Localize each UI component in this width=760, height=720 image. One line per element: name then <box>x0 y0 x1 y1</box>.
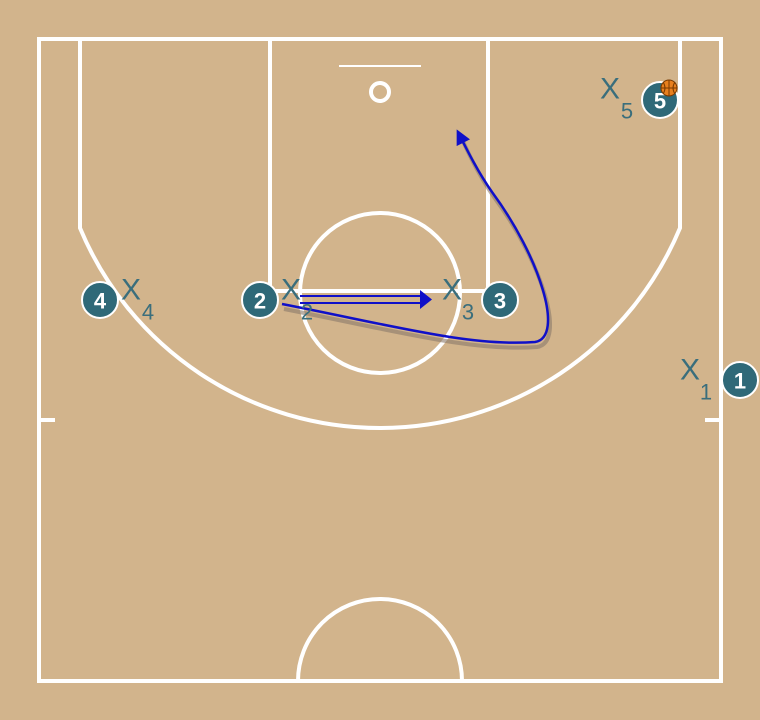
player-marker <box>81 281 119 319</box>
offense-player-1: 1 <box>721 361 759 399</box>
defender-mark: X <box>442 274 462 307</box>
defender-5: X 5 <box>600 73 633 124</box>
basketball-icon <box>660 79 678 97</box>
defender-sub: 4 <box>142 300 154 325</box>
player-number: 3 <box>494 289 506 314</box>
cut-shadow <box>283 138 552 350</box>
defender-1: X 1 <box>680 354 712 405</box>
defender-mark: X <box>121 274 141 307</box>
offense-player-5: 5 <box>641 79 679 119</box>
defender-2: X 2 <box>281 274 313 325</box>
player-number: 4 <box>94 289 107 314</box>
hoop <box>369 81 391 103</box>
three-point-arc <box>78 39 682 430</box>
pass-arrowhead <box>420 290 432 309</box>
offense-group: 1 2 3 4 5 <box>81 79 759 399</box>
court-boundary <box>37 37 723 683</box>
defender-mark: X <box>680 354 700 387</box>
free-throw-circle <box>298 211 462 375</box>
center-circle <box>296 597 464 682</box>
cut-arrow <box>281 129 550 344</box>
player-marker <box>481 281 519 319</box>
defender-sub: 5 <box>621 99 633 124</box>
player-number: 1 <box>734 369 746 394</box>
player-number: 5 <box>654 89 666 114</box>
defender-sub: 1 <box>700 380 712 405</box>
paint-lane <box>268 37 490 293</box>
defense-group: X 1 X 2 X 3 X 4 X 5 <box>121 73 712 405</box>
court-lines <box>37 37 723 683</box>
defender-mark: X <box>281 274 301 307</box>
player-number: 2 <box>254 289 266 314</box>
defender-mark: X <box>600 73 620 106</box>
defender-sub: 2 <box>301 300 313 325</box>
offense-player-2: 2 <box>241 281 279 319</box>
defender-sub: 3 <box>462 300 474 325</box>
player-marker <box>721 361 759 399</box>
play-actions <box>281 129 552 350</box>
defender-3: X 3 <box>442 274 474 325</box>
offense-player-3: 3 <box>481 281 519 319</box>
offense-player-4: 4 <box>81 281 119 319</box>
player-marker <box>241 281 279 319</box>
defender-4: X 4 <box>121 274 154 325</box>
